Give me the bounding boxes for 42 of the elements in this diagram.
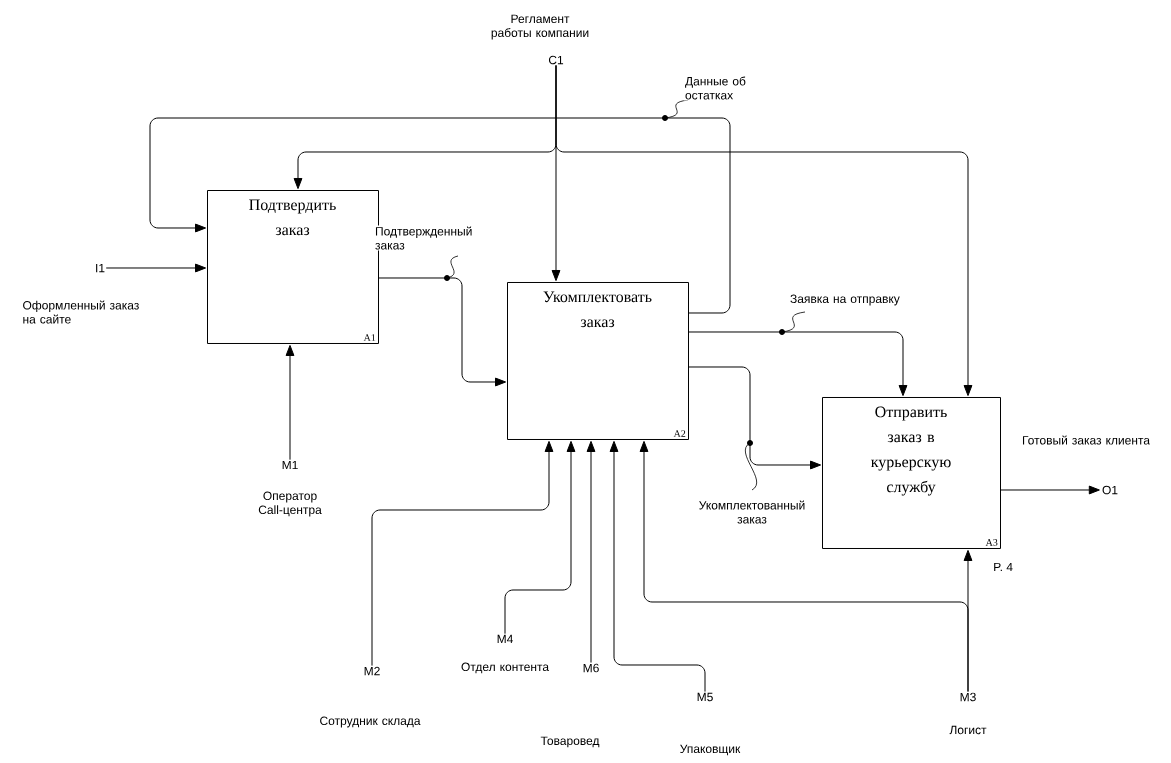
box-number: A2 (673, 430, 686, 437)
edge-label: Заявка на отправку (790, 294, 900, 306)
arrow (378, 277, 507, 387)
arrow-label: Оформленный заказ на сайте (23, 300, 139, 324)
edge-label: Укомплектованный заказ (699, 500, 805, 524)
box-title: Отправить заказ в курьерскую службу (871, 406, 951, 496)
arrow-label: Оператор Call-центра (258, 491, 322, 517)
arrow (555, 64, 973, 397)
arrow-label: Логист (949, 725, 987, 735)
arrow-code: I1 (94, 262, 106, 274)
box-title: Подтвердить заказ (249, 199, 336, 236)
arrow (371, 440, 554, 667)
arrow-label: Товаровед (540, 736, 600, 748)
arrow (149, 117, 731, 314)
edge-label: Подтвержденный заказ (375, 226, 472, 250)
arrow-label: Отдел контента (461, 662, 550, 674)
arrow-label: Упаковщик (680, 744, 741, 756)
arrow (609, 440, 706, 693)
edge-label: Данные об остатках (685, 76, 746, 100)
arrow (639, 440, 969, 693)
arrow-code: M1 (280, 459, 300, 471)
box-number: A1 (363, 334, 376, 341)
page-reference: P. 4 (994, 562, 1013, 572)
arrow-label: Сотрудник склада (320, 716, 421, 728)
arrow (504, 440, 576, 635)
arrow (1000, 485, 1100, 495)
arrow (688, 366, 822, 470)
arrow-code: C1 (547, 54, 565, 66)
arrow-code: M5 (695, 691, 715, 703)
arrow-label: Готовый заказ клиента (1023, 435, 1150, 445)
arrow-code: M4 (495, 633, 515, 645)
box-title: Укомплектовать заказ (543, 291, 652, 328)
arrow (586, 440, 596, 664)
arrow (285, 344, 295, 461)
arrow-code: M6 (581, 662, 601, 674)
arrow-code: M3 (958, 691, 978, 703)
arrow (688, 331, 908, 397)
arrow-label: Регламент работы компании (491, 14, 589, 40)
arrow-code: M2 (362, 665, 382, 677)
arrow-code: O1 (1101, 484, 1119, 496)
arrow (105, 263, 207, 273)
box-number: A3 (985, 539, 998, 546)
